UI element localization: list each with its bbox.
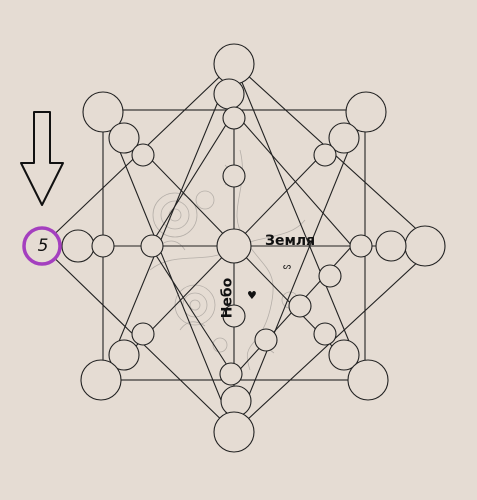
down-arrow-icon [20,111,64,206]
node-bottomright-large [347,359,389,401]
node-bottom-small [219,362,243,386]
node-topleft-small [131,143,155,167]
node-topright-mid [328,122,360,154]
node-left-inner [140,234,164,258]
node-bottomright-mid [328,339,360,371]
node-top-large [213,43,255,85]
node-bottomleft-small [131,322,155,346]
node-circles [61,43,446,453]
node-lower-inner [288,294,312,318]
node-bottom-mid [220,385,252,417]
label-nebo: Небо [219,277,236,319]
label-zemlya: Земля [265,233,316,249]
heart-icon: ♥ [247,289,257,302]
node-topright-small [313,143,337,167]
node-lower-left-inner [254,328,278,352]
node-left-large [61,229,95,263]
highlight-ring [22,226,62,266]
node-bottomright-small [313,322,337,346]
node-right-small-lower [318,264,342,288]
node-right-large [404,225,446,267]
node-topleft-mid [108,122,140,154]
node-top-small [222,106,246,130]
node-right-inner [349,234,373,258]
node-right-mid [375,230,407,262]
node-bottomleft-large [80,359,122,401]
node-bottom-large [213,411,255,453]
node-upper-mid [222,164,246,188]
node-top-mid [213,78,245,110]
marked-number: 5 [37,236,49,256]
node-lower-mid [222,304,246,328]
node-bottomleft-mid [108,339,140,371]
node-center [216,228,252,264]
small-glyph-icon: ᔕ [283,262,292,272]
node-left-small [91,234,115,258]
node-topright-large [345,91,387,133]
node-topleft-large [82,91,124,133]
